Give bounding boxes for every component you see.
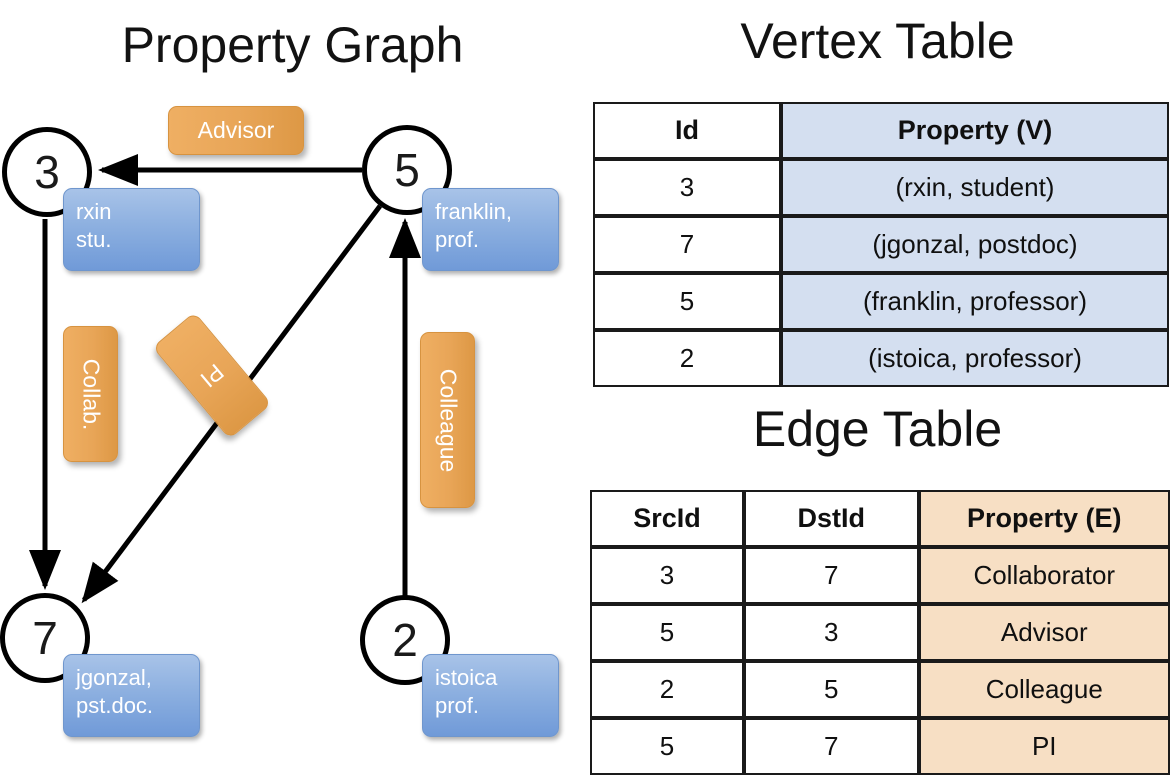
- edge-row-0-dst: 7: [744, 547, 919, 604]
- page-title-edge-table: Edge Table: [752, 401, 1003, 457]
- edge-label-advisor-text: Advisor: [197, 117, 275, 143]
- edge-row-3-src: 5: [590, 718, 745, 775]
- table-row[interactable]: 3 7 Collaborator: [590, 547, 1170, 604]
- property-graph-diagram: 3 5 7 2 rxin stu. franklin, prof. jgonza…: [0, 0, 585, 760]
- edge-row-0-src: 3: [590, 547, 745, 604]
- graph-node-3-property-box[interactable]: rxin stu.: [63, 188, 200, 271]
- edge-row-2-src: 2: [590, 661, 745, 718]
- graph-node-2[interactable]: 2: [360, 595, 450, 685]
- vertex-row-1-property: (jgonzal, postdoc): [781, 216, 1169, 273]
- edge-table-header-srcid: SrcId: [590, 490, 745, 547]
- vertex-table-header-property: Property (V): [781, 102, 1169, 159]
- table-row[interactable]: 2 5 Colleague: [590, 661, 1170, 718]
- graph-node-5-property-line1: franklin,: [435, 199, 513, 224]
- vertex-row-3-id: 2: [593, 330, 781, 387]
- graph-node-7-property-line2: pst.doc.: [76, 693, 154, 719]
- graph-node-3-property-line1: rxin: [76, 199, 112, 224]
- table-row[interactable]: 3 (rxin, student): [593, 159, 1169, 216]
- graph-node-3-property-line2: stu.: [76, 227, 112, 253]
- vertex-table-header-row: Id Property (V): [593, 102, 1169, 159]
- graph-node-7-property-line1: jgonzal,: [76, 665, 152, 690]
- graph-node-2-label: 2: [392, 614, 418, 666]
- page-title-vertex-table: Vertex Table: [740, 13, 1015, 69]
- table-row[interactable]: 5 7 PI: [590, 718, 1170, 775]
- edge-label-colleague[interactable]: Colleague: [420, 332, 475, 508]
- graph-node-5-property-line2: prof.: [435, 227, 480, 253]
- page-title-property-graph: Property Graph: [121, 17, 464, 73]
- vertex-row-0-id: 3: [593, 159, 781, 216]
- edge-label-advisor[interactable]: Advisor: [168, 106, 304, 155]
- graph-node-2-property-line2: prof.: [435, 693, 480, 719]
- table-row[interactable]: 5 3 Advisor: [590, 604, 1170, 661]
- vertex-row-2-property: (franklin, professor): [781, 273, 1169, 330]
- graph-node-5-property-box[interactable]: franklin, prof.: [422, 188, 559, 271]
- table-row[interactable]: 5 (franklin, professor): [593, 273, 1169, 330]
- table-row[interactable]: 7 (jgonzal, postdoc): [593, 216, 1169, 273]
- graph-node-3-label: 3: [34, 146, 60, 198]
- edge-row-1-dst: 3: [744, 604, 919, 661]
- edge-table-header-dstid: DstId: [744, 490, 919, 547]
- edge-row-2-property: Colleague: [918, 661, 1170, 718]
- table-row[interactable]: 2 (istoica, professor): [593, 330, 1169, 387]
- edge-row-1-property: Advisor: [918, 604, 1170, 661]
- edge-label-pi-text: PI: [195, 358, 229, 393]
- vertex-row-2-id: 5: [593, 273, 781, 330]
- graph-node-7-property-box[interactable]: jgonzal, pst.doc.: [63, 654, 200, 737]
- edge-row-2-dst: 5: [744, 661, 919, 718]
- vertex-row-1-id: 7: [593, 216, 781, 273]
- edge-row-1-src: 5: [590, 604, 745, 661]
- vertex-row-0-property: (rxin, student): [781, 159, 1169, 216]
- graph-node-2-property-box[interactable]: istoica prof.: [422, 654, 559, 737]
- vertex-table: Id Property (V) 3 (rxin, student) 7 (jgo…: [593, 102, 1169, 387]
- graph-node-5[interactable]: 5: [362, 125, 452, 215]
- edge-row-3-dst: 7: [744, 718, 919, 775]
- edge-row-0-property: Collaborator: [918, 547, 1170, 604]
- graph-node-2-property-line1: istoica: [435, 665, 498, 690]
- edge-label-colleague-text: Colleague: [435, 368, 461, 472]
- edge-row-3-property: PI: [918, 718, 1170, 775]
- edge-label-collab-text: Collab.: [78, 358, 105, 430]
- edge-table: SrcId DstId Property (E) 3 7 Collaborato…: [590, 490, 1170, 775]
- edge-table-header-property: Property (E): [918, 490, 1170, 547]
- graph-node-5-label: 5: [394, 144, 420, 196]
- edge-label-collab[interactable]: Collab.: [63, 326, 118, 462]
- vertex-row-3-property: (istoica, professor): [781, 330, 1169, 387]
- edge-table-header-row: SrcId DstId Property (E): [590, 490, 1170, 547]
- graph-node-7-label: 7: [32, 612, 58, 664]
- vertex-table-header-id: Id: [593, 102, 781, 159]
